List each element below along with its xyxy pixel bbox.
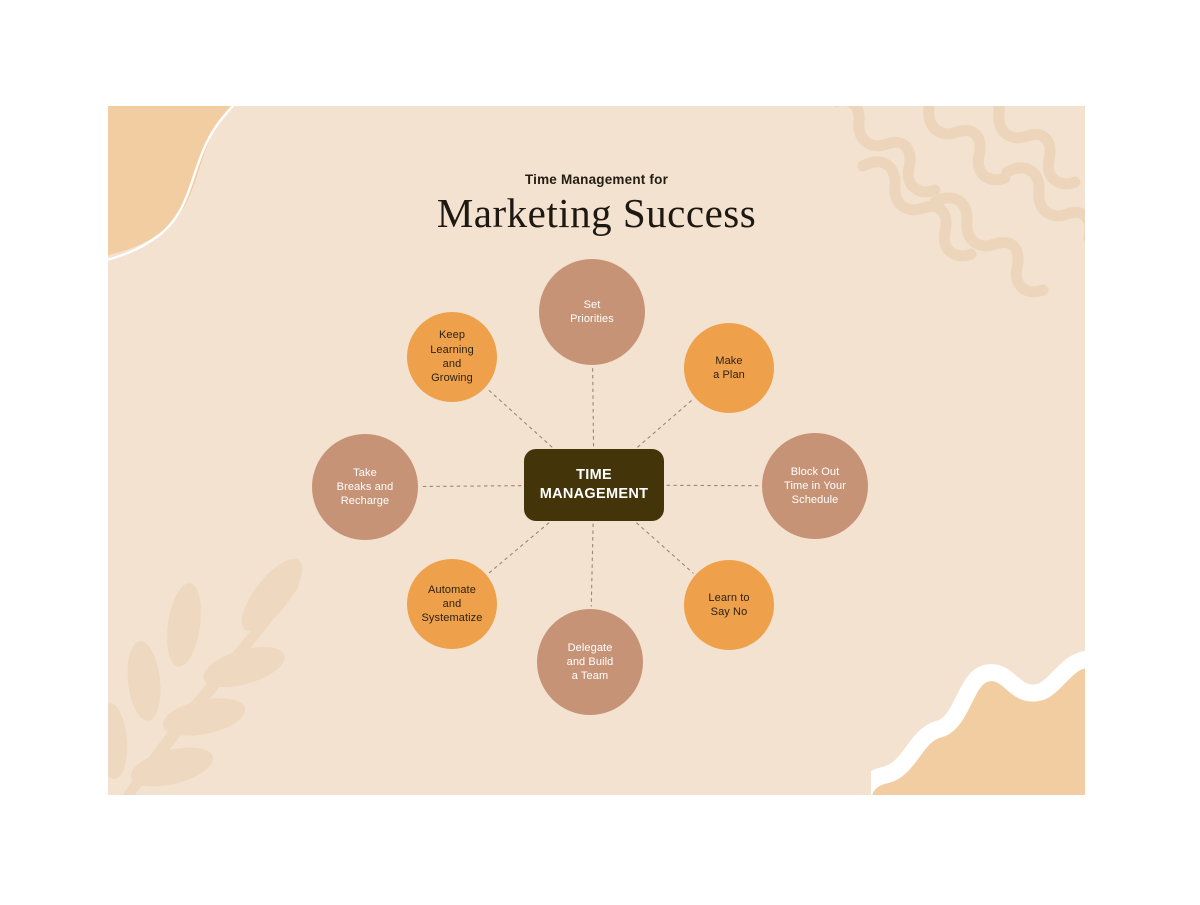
heading-eyebrow: Time Management for (524, 172, 669, 187)
heading-block: Time Management for Marketing Success (108, 172, 1085, 237)
connector-lines (420, 367, 760, 607)
slide-canvas: Time Management for Marketing Success TI… (108, 106, 1085, 795)
page-title: Marketing Success (436, 190, 757, 237)
